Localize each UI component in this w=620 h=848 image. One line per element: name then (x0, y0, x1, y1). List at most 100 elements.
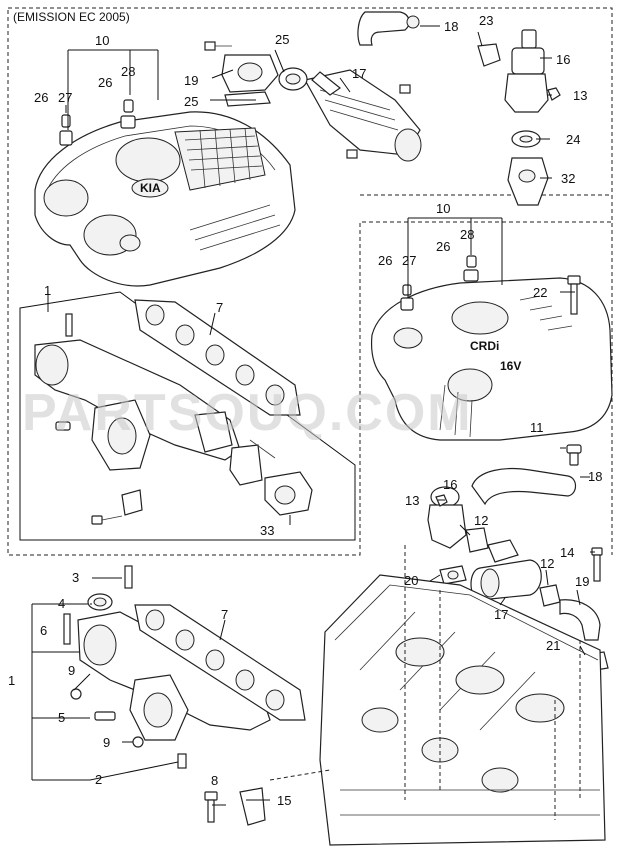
manifold-gasket-7-upper[interactable] (134, 299, 301, 416)
egr-pipe-18-top[interactable] (357, 11, 420, 46)
engine-cover-right[interactable] (370, 277, 613, 441)
bolt-9-upper[interactable] (70, 688, 82, 700)
bolt-top-mid[interactable] (346, 84, 411, 159)
egr-pipe-19-lower[interactable] (559, 599, 601, 641)
label-10-top: 10 (95, 33, 109, 48)
gasket-23-top[interactable] (477, 43, 501, 67)
cover-right-badge-b: 16V (500, 359, 521, 373)
leader-10-right (407, 217, 503, 298)
leader-10-top (67, 49, 159, 130)
label-23-top: 23 (479, 13, 493, 28)
pin-5[interactable] (94, 711, 116, 721)
label-12-lower-a: 12 (474, 513, 488, 528)
throttle-body-33[interactable] (264, 471, 313, 516)
bracket-15[interactable] (239, 787, 266, 826)
cover-brand-badge: KIA (140, 181, 161, 195)
label-32-top: 32 (561, 171, 575, 186)
label-28-top: 28 (121, 64, 135, 79)
manifold-gasket-7-lower[interactable] (134, 604, 306, 721)
seal-4[interactable] (87, 593, 113, 611)
bolt-lower-manifold[interactable] (91, 515, 123, 525)
gasket-12-lower-b[interactable] (539, 584, 561, 607)
leader-assembly-1-bottom (31, 603, 90, 781)
nut-13-top[interactable] (547, 87, 561, 101)
bolt-14[interactable] (591, 547, 603, 582)
label-10-right: 10 (436, 201, 450, 216)
gasket-12-lower-a[interactable] (465, 527, 489, 553)
dashed-guide-lines (269, 545, 581, 820)
label-4: 4 (58, 596, 65, 611)
label-16-top: 16 (556, 52, 570, 67)
stud-6[interactable] (63, 613, 71, 645)
throttle-bracket[interactable] (229, 439, 276, 486)
egr-cooler-17-lower[interactable] (470, 559, 542, 601)
bracket-lower-manifold[interactable] (121, 489, 143, 516)
grommet-26-top[interactable] (59, 130, 73, 146)
label-25-top-a: 25 (184, 94, 198, 109)
gasket-25-top-a[interactable] (224, 91, 271, 107)
label-18-lower: 18 (588, 469, 602, 484)
bolt-8[interactable] (204, 791, 218, 823)
cylinder-head[interactable] (319, 574, 606, 846)
label-12-lower-b: 12 (540, 556, 554, 571)
emission-frame-outline (7, 7, 613, 556)
grommet-28-right[interactable] (463, 255, 479, 282)
egr-valve-16-lower[interactable] (427, 486, 467, 549)
label-9-lower: 9 (103, 735, 110, 750)
stud-3[interactable] (124, 565, 133, 589)
gasket-20[interactable] (439, 565, 467, 585)
label-5: 5 (58, 710, 65, 725)
intake-manifold-1-upper[interactable] (34, 339, 241, 471)
bolt-2[interactable] (177, 753, 187, 769)
intake-manifold-lower[interactable] (77, 611, 271, 741)
grommet-27-top[interactable] (61, 114, 71, 128)
gasket-24-top[interactable] (511, 130, 541, 148)
bolt-top-left[interactable] (204, 41, 232, 51)
label-13-top: 13 (573, 88, 587, 103)
label-27-right: 27 (402, 253, 416, 268)
label-25-top-b: 25 (275, 32, 289, 47)
label-9-upper: 9 (68, 663, 75, 678)
grommet-28-top[interactable] (120, 99, 136, 129)
label-8: 8 (211, 773, 218, 788)
label-11: 11 (530, 420, 544, 435)
label-3: 3 (72, 570, 79, 585)
label-26-right-b: 26 (436, 239, 450, 254)
gasket-25-top-b[interactable] (278, 67, 308, 91)
watermark: PARTSOUQ.COM (22, 384, 473, 442)
label-21: 21 (546, 638, 560, 653)
label-2: 2 (95, 772, 102, 787)
label-28-right: 28 (460, 227, 474, 242)
egr-valve-16-top[interactable] (504, 29, 549, 113)
bolt-22[interactable] (567, 275, 581, 315)
egr-adapter-19-top[interactable] (221, 54, 279, 93)
label-22: 22 (533, 285, 547, 300)
egr-cooler-17-top[interactable] (304, 69, 422, 162)
label-15: 15 (277, 793, 291, 808)
section-header: (EMISSION EC 2005) (13, 10, 130, 24)
label-16-lower: 16 (443, 477, 457, 492)
stud-top-manifold[interactable] (65, 313, 73, 337)
grommet-27-right[interactable] (402, 284, 412, 296)
engine-cover-top[interactable] (34, 111, 296, 287)
manifold-box-outline (19, 291, 356, 541)
stud-left-manifold[interactable] (55, 421, 71, 431)
label-26-top-a: 26 (34, 90, 48, 105)
label-19-lower: 19 (575, 574, 589, 589)
label-33: 33 (260, 523, 274, 538)
label-17-top: 17 (352, 66, 366, 81)
label-14: 14 (560, 545, 574, 560)
label-26-top-b: 26 (98, 75, 112, 90)
cover-right-badge-a: CRDi (470, 339, 499, 353)
egr-pipe-connector[interactable] (487, 539, 519, 563)
egr-pipe-18-lower[interactable] (471, 467, 577, 506)
label-6: 6 (40, 623, 47, 638)
label-7-mid: 7 (216, 300, 223, 315)
lower-right-frame-outline (360, 194, 613, 555)
egr-adapter-32-top[interactable] (507, 157, 549, 206)
bushing-11[interactable] (566, 444, 582, 466)
label-19-top: 19 (184, 73, 198, 88)
grommet-26-right[interactable] (400, 297, 414, 311)
bolt-9-lower[interactable] (132, 736, 144, 748)
